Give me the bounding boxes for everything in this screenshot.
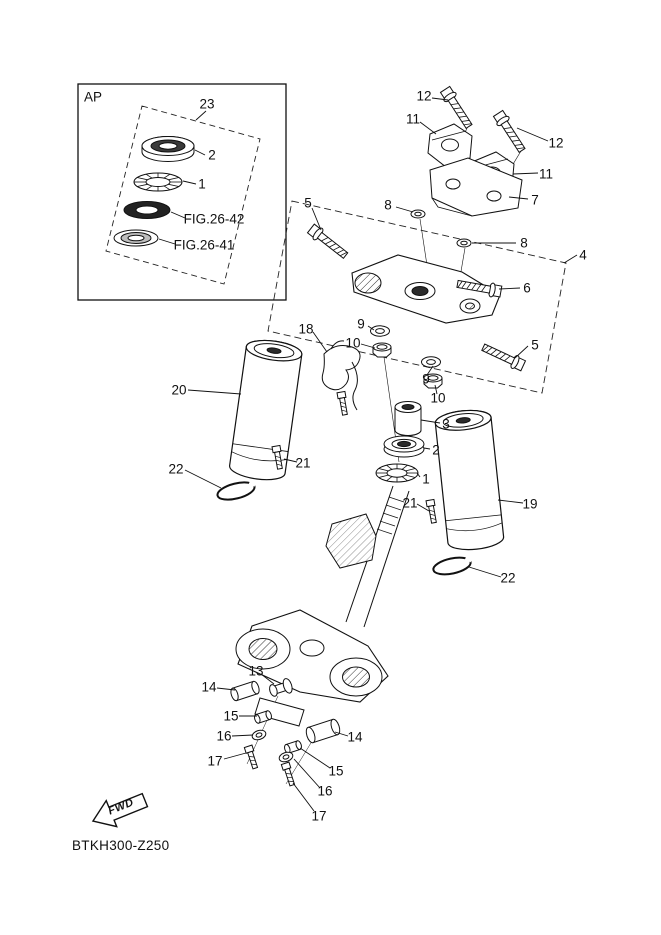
collar-14-right [305, 718, 341, 744]
under-bracket [235, 609, 389, 703]
bolt-17-right [280, 761, 297, 787]
callout-10-b[interactable]: 10 [430, 390, 446, 406]
inset-race-part [123, 201, 171, 219]
inset-seal-part [113, 229, 159, 247]
callout-16-b[interactable]: 16 [317, 783, 333, 799]
callout-22-a[interactable]: 22 [168, 461, 184, 477]
sub-assembly-outline-4 [267, 200, 567, 394]
callout-11-a[interactable]: 11 [405, 111, 421, 127]
callout-18[interactable]: 18 [298, 321, 314, 337]
fig-ref-26-41[interactable]: FIG.26-41 [173, 237, 235, 253]
bolt-5-lower [479, 340, 527, 373]
callout-21-a[interactable]: 21 [295, 455, 311, 471]
callout-17-b[interactable]: 17 [311, 808, 327, 824]
bolt-12-left [438, 85, 476, 131]
holder-upper-left [427, 123, 473, 168]
bolt-5-upper [306, 222, 351, 262]
steering-stem [325, 485, 410, 628]
callout-15-a[interactable]: 15 [223, 708, 239, 724]
fork-tube-right-19 [434, 409, 505, 551]
callout-inset-2[interactable]: 2 [208, 147, 216, 163]
callout-inset-1[interactable]: 1 [198, 176, 206, 192]
callout-19[interactable]: 19 [522, 496, 538, 512]
bearing-1 [375, 463, 419, 483]
leader-lines [184, 97, 578, 812]
nut-10-upper [372, 342, 392, 358]
callout-8-b[interactable]: 8 [520, 235, 528, 251]
screw-18 [336, 390, 350, 416]
washer-8-left [410, 209, 426, 219]
callout-20[interactable]: 20 [171, 382, 187, 398]
callout-23[interactable]: 23 [199, 96, 215, 112]
inset-cap-part [141, 136, 195, 162]
bolt-17-left [243, 744, 260, 770]
inset-leader-lines [158, 110, 207, 245]
callout-9-a[interactable]: 9 [357, 316, 365, 332]
screw-21-right [425, 498, 439, 524]
callout-12-b[interactable]: 12 [548, 135, 564, 151]
collar-15-left [254, 710, 272, 724]
callout-22-b[interactable]: 22 [500, 570, 516, 586]
spacer-collar-3 [394, 401, 422, 436]
inset-box [77, 83, 287, 301]
snap-ring-22-left [216, 480, 256, 501]
washer-9-upper [370, 325, 390, 337]
washer-16-right [278, 751, 294, 763]
inset-label-ap: AP [83, 89, 103, 105]
collar-15-right [284, 740, 302, 754]
callout-8-a[interactable]: 8 [384, 197, 392, 213]
bearing-cover-2 [383, 435, 425, 458]
upper-bracket [351, 254, 501, 324]
callout-4[interactable]: 4 [579, 247, 587, 263]
drawing-code: BTKH300-Z250 [72, 838, 170, 853]
inset-bearing-part [133, 172, 183, 192]
snap-ring-22-right [432, 556, 473, 576]
holder-lower-7 [429, 157, 523, 217]
callout-21-b[interactable]: 21 [402, 495, 418, 511]
washer-8-right [456, 238, 472, 248]
fig-ref-26-42[interactable]: FIG.26-42 [183, 211, 245, 227]
cable-guide-bracket-18 [321, 340, 361, 416]
bolt-12-right [491, 109, 529, 155]
callout-14-b[interactable]: 14 [347, 729, 363, 745]
damper-mount-parts [230, 678, 341, 787]
callout-5-a[interactable]: 5 [304, 195, 312, 211]
callout-2[interactable]: 2 [432, 442, 440, 458]
callout-5-b[interactable]: 5 [531, 337, 539, 353]
washer-9-lower [421, 356, 441, 368]
handlebar-holder-assembly [410, 85, 529, 296]
callout-16-a[interactable]: 16 [216, 728, 232, 744]
callout-3[interactable]: 3 [442, 416, 450, 432]
callout-1[interactable]: 1 [422, 471, 430, 487]
callout-10-a[interactable]: 10 [345, 335, 361, 351]
callout-15-b[interactable]: 15 [328, 763, 344, 779]
callout-9-b[interactable]: 9 [422, 371, 430, 387]
fwd-arrow [91, 792, 149, 828]
callout-13[interactable]: 13 [248, 663, 264, 679]
fork-tube-left-20 [229, 339, 303, 481]
callout-17-a[interactable]: 17 [207, 753, 223, 769]
callout-7[interactable]: 7 [531, 192, 539, 208]
callout-11-b[interactable]: 11 [538, 166, 554, 182]
pin-13 [269, 678, 293, 697]
collar-14-left [230, 680, 260, 702]
washer-16-left [251, 729, 267, 741]
damper-stay-plate [254, 697, 305, 727]
callout-12-a[interactable]: 12 [416, 88, 432, 104]
callout-6[interactable]: 6 [523, 280, 531, 296]
callout-14-a[interactable]: 14 [201, 679, 217, 695]
